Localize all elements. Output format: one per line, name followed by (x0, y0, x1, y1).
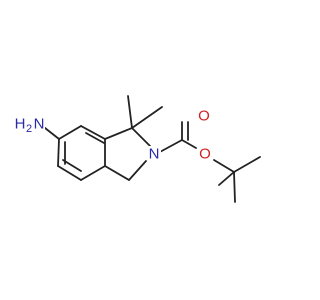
bond-c3-c3a (104, 165, 130, 181)
bond-c3a-c4 (57, 165, 82, 181)
bond-c6-c7 (80, 125, 106, 140)
bond-c5-c6 (58, 125, 82, 140)
ring-nitrogen-label: N (147, 146, 161, 163)
ester-oxygen: O (199, 146, 211, 163)
bond-methyl-1 (127, 95, 133, 129)
molecule-structure: H 2 N N O O (5, 95, 261, 203)
bond-tbutyl-methyl-1 (233, 156, 261, 173)
pyrrolidine-ring (104, 127, 151, 181)
bond-c1-n2 (131, 127, 151, 147)
carbonyl-oxygen: O (198, 108, 210, 125)
bond-n2-carbonyl-c (157, 139, 183, 154)
amine-h: H (15, 116, 26, 133)
bond-c7a-c3a (80, 165, 106, 181)
bond-c5-amine (44, 127, 60, 140)
bond-n2-c3 (128, 160, 147, 181)
bond-tbutyl-methyl-2 (233, 171, 236, 203)
ring-nitrogen: N (149, 146, 160, 163)
bond-tbutyl-methyl-3 (218, 171, 235, 186)
amine-label-bg (5, 114, 45, 134)
amine-label: H 2 N (5, 114, 45, 135)
bond-methyl-2 (131, 106, 163, 129)
carbonyl-o-bg (197, 108, 211, 124)
bond-c3a-c4-double (62, 159, 82, 172)
bond-c6-c7-double (85, 132, 105, 144)
bond-c7a-c1 (104, 127, 133, 140)
bond-c4-c5 (57, 138, 60, 167)
bond-ester-o-tbutyl-c (213, 159, 235, 173)
amine-n: N (34, 116, 45, 133)
amine-subscript: 2 (26, 123, 32, 135)
benzene-ring (57, 125, 106, 181)
ester-o-bg (198, 146, 212, 162)
ester-oxygen-label: O (198, 146, 212, 163)
bond-carbonyl-c-ester-o (181, 139, 197, 149)
carbonyl-oxygen-label: O (197, 108, 211, 125)
ring-n-bg (147, 146, 161, 162)
